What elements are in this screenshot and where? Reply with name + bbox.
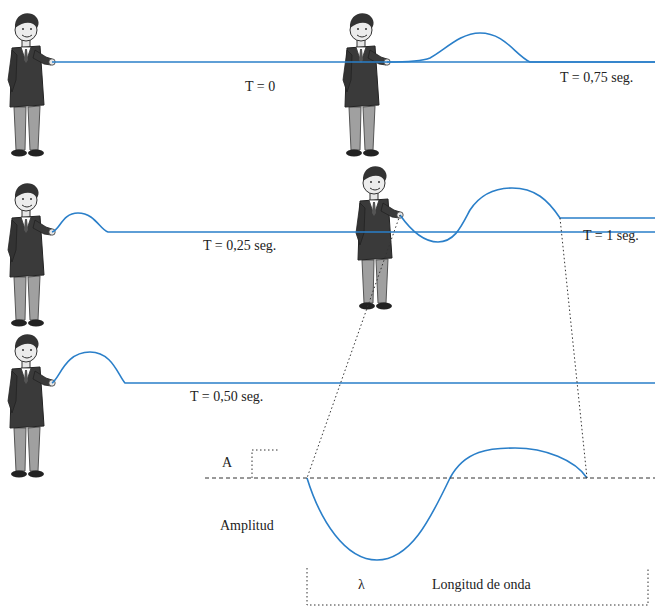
zoom-line [307, 215, 400, 478]
person-figure [343, 13, 390, 156]
person-figures [8, 13, 403, 477]
person-figure [356, 166, 403, 309]
time-label: T = 0,50 seg. [190, 389, 263, 405]
person-figure [8, 183, 55, 326]
ropes [52, 33, 655, 560]
wave-detail [307, 448, 587, 560]
amplitude-label: Amplitud [220, 518, 274, 534]
wavelength-bracket [307, 568, 648, 605]
guide-lines [205, 215, 655, 605]
time-label: T = 0,25 seg. [203, 238, 276, 254]
axis-line [205, 478, 655, 479]
amplitude-bracket [252, 450, 280, 478]
amplitude-symbol: A [222, 455, 232, 471]
rope-line [52, 352, 655, 383]
person-figure [8, 13, 55, 156]
zoom-line [560, 218, 587, 478]
wavelength-symbol: λ [358, 577, 365, 593]
time-label: T = 0,75 seg. [560, 70, 633, 86]
wavelength-label: Longitud de onda [432, 577, 531, 593]
rope-line [52, 213, 655, 232]
time-label: T = 0 [245, 79, 275, 95]
rope-line [387, 33, 655, 62]
time-label: T = 1 seg. [583, 228, 639, 244]
person-figure [8, 334, 55, 477]
